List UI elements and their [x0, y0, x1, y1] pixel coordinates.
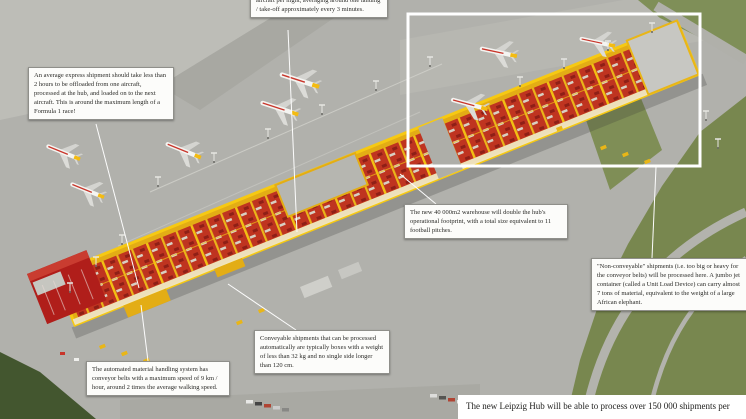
service-road — [120, 384, 480, 419]
leader-line-flights — [287, 29, 298, 233]
parked-car — [255, 402, 262, 406]
parked-car — [246, 400, 253, 404]
annotation-conveyable: Conveyable shipments that can be process… — [254, 330, 390, 375]
leader-line-express — [95, 123, 140, 289]
parked-car — [273, 406, 280, 410]
service-van — [74, 358, 79, 361]
apron-guide-line — [117, 111, 421, 247]
annotation-flight-frequency: aircraft per night, averaging around one… — [250, 0, 388, 19]
taxiway-band — [160, 0, 360, 110]
cargo-truck — [236, 319, 243, 326]
cargo-truck — [622, 151, 629, 158]
caption-text: The new Leipzig Hub will be able to proc… — [458, 395, 746, 419]
loading-pier — [214, 257, 246, 278]
parked-car — [430, 394, 437, 398]
annotation-conveyor-speed: The automated material handling system h… — [86, 361, 230, 397]
annotation-non-conveyable: "Non-conveyable" shipments (i.e. too big… — [591, 258, 746, 312]
annotation-new-warehouse: The new 40 000m2 warehouse will double t… — [404, 204, 568, 240]
parked-car — [448, 398, 455, 402]
cargo-truck — [121, 350, 128, 357]
cargo-truck — [556, 125, 563, 132]
service-van — [60, 352, 65, 355]
cargo-truck — [599, 144, 607, 151]
highlight-rectangle — [406, 12, 702, 168]
warehouse-building — [52, 19, 708, 339]
parked-car — [282, 408, 289, 412]
parked-car — [439, 396, 446, 400]
parked-car — [264, 404, 271, 408]
red-terminal-building — [27, 250, 107, 325]
grass-bottom-left — [0, 352, 96, 419]
storage-areas — [300, 261, 363, 299]
building-shadow — [71, 73, 708, 339]
cargo-truck — [644, 158, 651, 165]
apron-guide-line — [149, 63, 443, 193]
roof-section — [274, 151, 370, 219]
leader-line-conveyor — [140, 304, 149, 362]
leader-line-warehouse — [399, 173, 437, 205]
loading-pier — [123, 288, 171, 318]
cargo-truck — [99, 343, 106, 350]
leader-line-nonconveyable — [651, 166, 657, 259]
annotation-express-shipment: An average express shipment should take … — [28, 67, 174, 121]
leader-line-conveyable — [227, 283, 297, 331]
leader-lines — [95, 29, 657, 362]
runway-band — [400, 0, 746, 95]
cargo-truck — [257, 307, 265, 314]
building-junction — [418, 118, 463, 179]
